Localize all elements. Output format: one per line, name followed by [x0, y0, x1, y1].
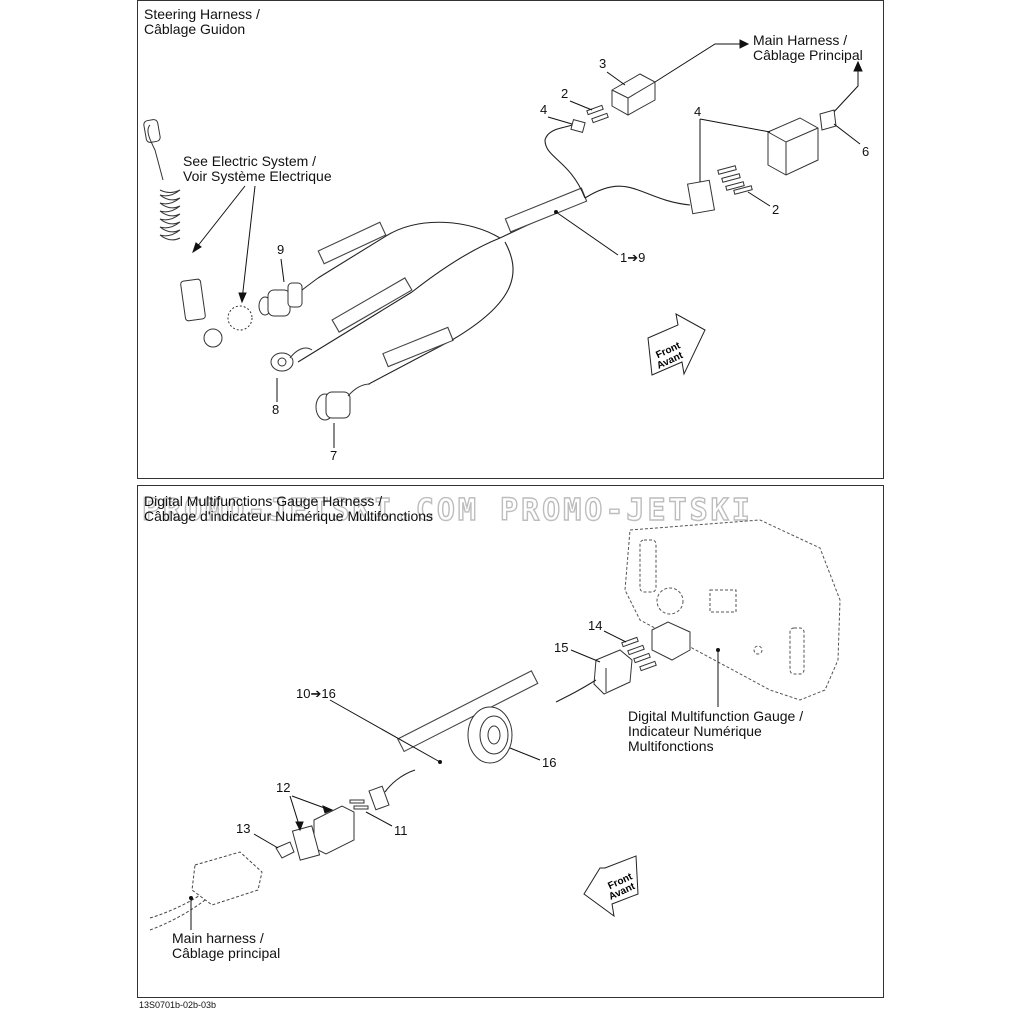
part-number-3: 3 — [599, 56, 606, 71]
steering-coil-cable — [143, 119, 253, 348]
part-7-sensor — [315, 383, 371, 421]
part-number-15: 15 — [554, 640, 568, 655]
part-number-14: 14 — [588, 618, 602, 633]
part-8-ring-terminal — [270, 347, 313, 372]
range-label-top: 1➔9 — [620, 250, 645, 265]
part-6-seal — [819, 109, 837, 131]
main-harness-bottom-line2: Câblage principal — [172, 945, 280, 961]
main-harness-arrows — [654, 39, 863, 115]
part-5-seal — [570, 119, 586, 133]
part-15-connector — [593, 649, 633, 695]
see-electric-leaders — [192, 185, 256, 304]
digital-gauge — [624, 519, 841, 701]
bottom-title-line1: Digital Multifunctions Gauge Harness / — [144, 493, 382, 509]
part-number-9: 9 — [277, 242, 284, 257]
part-2-pins-top — [586, 104, 609, 124]
part-16-grommet — [467, 706, 513, 764]
reference-code: 13S0701b-02b-03b — [139, 1000, 217, 1010]
part-number-2-right: 2 — [772, 202, 779, 217]
part-12-connector — [291, 805, 355, 861]
main-harness-bottom-line1: Main harness / — [172, 930, 264, 946]
part-14-pins — [621, 636, 657, 672]
gauge-connector — [651, 621, 691, 661]
part-number-16: 16 — [542, 755, 556, 770]
part-number-4: 4 — [694, 104, 701, 119]
part-number-12: 12 — [276, 780, 290, 795]
part-number-5: 4 — [540, 102, 547, 117]
gauge-harness-wires — [384, 670, 597, 793]
see-electric-callout-line2: Voir Système Electrique — [183, 168, 332, 184]
part-number-7: 7 — [330, 448, 337, 463]
front-arrow-bottom: Front Avant — [583, 855, 639, 918]
main-harness-connector — [149, 851, 263, 931]
gauge-callout-line3: Multifonctions — [628, 738, 714, 754]
part-number-11: 11 — [394, 823, 408, 838]
part-4-connector — [686, 117, 819, 215]
front-arrow-top: Front Avant — [647, 313, 706, 376]
gauge-callout-line2: Indicateur Numérique — [628, 723, 762, 739]
see-electric-callout-line1: See Electric System / — [183, 153, 316, 169]
main-harness-callout-line1: Main Harness / — [753, 32, 847, 48]
steering-harness-panel — [137, 0, 884, 479]
part-3-housing — [611, 73, 656, 116]
part-number-2-top: 2 — [561, 86, 568, 101]
part-2-pins-right — [717, 165, 753, 195]
part-11-seal — [349, 785, 390, 811]
part-number-13: 13 — [236, 821, 250, 836]
top-title-line1: Steering Harness / — [144, 6, 260, 22]
watermark: PROMO-JETSKI.COM PROMO-JETSKI — [142, 493, 753, 528]
bottom-title-line2: Câblage d'indicateur Numérique Multifonc… — [144, 508, 433, 524]
part-number-8: 8 — [272, 402, 279, 417]
gauge-callout-line1: Digital Multifunction Gauge / — [628, 708, 803, 724]
steering-harness-wires — [297, 124, 691, 387]
part-13-lock — [275, 841, 295, 859]
part-9-key-switch — [258, 277, 319, 317]
top-title-line2: Câblage Guidon — [144, 21, 245, 37]
part-number-6: 6 — [862, 144, 869, 159]
main-harness-callout-line2: Câblage Principal — [753, 47, 863, 63]
range-label-bottom: 10➔16 — [296, 686, 336, 701]
